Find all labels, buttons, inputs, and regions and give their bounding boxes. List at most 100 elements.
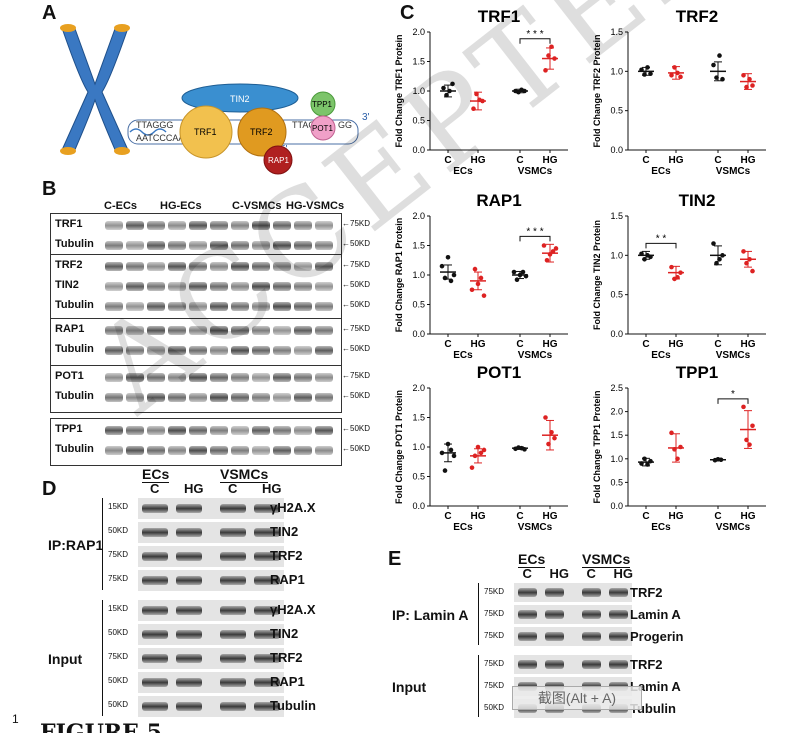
data-point	[744, 260, 749, 266]
x-tick-label: HG	[543, 155, 558, 166]
tpp1-protein-label: TPP1	[312, 100, 333, 109]
blot-band	[294, 326, 312, 335]
data-point	[445, 441, 451, 447]
blot-band	[126, 326, 144, 335]
coip-band	[176, 552, 202, 561]
x-tick-label: HG	[741, 511, 756, 522]
blot-band	[147, 373, 165, 382]
blot-band	[315, 241, 333, 250]
data-point	[543, 415, 548, 420]
data-point	[718, 457, 724, 463]
x-tick-label: C	[444, 511, 451, 522]
blot-band	[105, 446, 123, 455]
x-tick-label: C	[642, 339, 649, 350]
data-point	[552, 435, 557, 441]
screenshot-tooltip[interactable]: 截图(Alt + A)	[512, 686, 642, 710]
data-point	[448, 447, 454, 453]
data-point	[511, 269, 517, 275]
x-group-label: VSMCs	[716, 522, 751, 533]
blot-band	[126, 221, 144, 230]
chart-title: TPP1	[676, 363, 719, 382]
blot-band	[273, 262, 291, 271]
blot-band	[105, 373, 123, 382]
y-tick-label: 0.0	[610, 145, 623, 155]
coip-band	[142, 654, 168, 663]
coip-marker: 75KD	[108, 652, 129, 661]
x-group-label: VSMCs	[716, 350, 751, 361]
y-tick-label: 0.5	[412, 116, 425, 126]
data-point	[475, 281, 481, 287]
coip-row-label: TIN2	[270, 524, 299, 539]
y-tick-label: 1.0	[412, 442, 425, 452]
blot-band	[294, 373, 312, 382]
coip-band	[142, 702, 168, 711]
coip-blot-strip	[514, 583, 632, 602]
blot-band	[126, 241, 144, 250]
coip-blot-strip	[138, 546, 284, 567]
blot-band	[126, 426, 144, 435]
data-point	[678, 270, 683, 275]
y-tick-label: 0.5	[610, 477, 623, 487]
blot-band	[231, 326, 249, 335]
data-point	[645, 462, 650, 467]
blot-band	[105, 302, 123, 311]
y-tick-label: 0.0	[610, 501, 623, 511]
data-point	[544, 257, 550, 263]
y-tick-label: 1.0	[412, 86, 425, 96]
coip-lane-label: C	[586, 566, 596, 581]
x-tick-label: C	[516, 339, 523, 350]
coip-lane-label: C	[150, 481, 160, 496]
blot-row-label: Tubulin	[55, 299, 94, 311]
blot-band	[147, 241, 165, 250]
coip-band	[176, 702, 202, 711]
coip-band	[582, 610, 601, 619]
coip-marker: 75KD	[484, 631, 505, 640]
y-tick-label: 1.0	[610, 66, 623, 76]
blot-band	[210, 326, 228, 335]
coip-marker: 50KD	[108, 676, 129, 685]
data-point	[471, 106, 476, 111]
data-point	[672, 447, 677, 452]
y-axis-label: Fold Change POT1 Protein	[394, 390, 404, 504]
data-point	[520, 269, 526, 275]
blot-band	[210, 221, 228, 230]
coip-marker: 15KD	[108, 502, 129, 511]
blot-row-label: Tubulin	[55, 443, 94, 455]
coip-band	[142, 678, 168, 687]
coip-blot-strip	[514, 627, 632, 646]
data-point	[543, 68, 548, 73]
blot-band	[252, 326, 270, 335]
blot-row-label: TIN2	[55, 279, 79, 291]
data-point	[741, 72, 746, 78]
blot-band	[210, 373, 228, 382]
coip-section-label: Input	[48, 651, 83, 667]
coip-blot-strip	[138, 624, 284, 645]
data-point	[648, 71, 653, 76]
blot-band	[210, 393, 228, 402]
coip-band	[545, 632, 564, 641]
blot-band	[168, 326, 186, 335]
chart-title: TIN2	[679, 191, 716, 210]
coip-band	[142, 606, 168, 615]
blot-band	[126, 282, 144, 291]
blot-band	[273, 326, 291, 335]
coip-row-label: RAP1	[270, 674, 305, 689]
coip-section-label: Input	[392, 679, 427, 695]
blot-band	[315, 221, 333, 230]
chart-title: POT1	[477, 363, 521, 382]
data-point	[546, 53, 551, 58]
x-group-label: VSMCs	[518, 350, 553, 361]
coip-lane-label: C	[228, 481, 238, 496]
coip-band	[254, 552, 280, 561]
coip-lane-label: HG	[613, 566, 634, 581]
significance-label: *	[731, 389, 735, 400]
coip-row-label: TRF2	[270, 650, 303, 665]
coip-row-label: RAP1	[270, 572, 305, 587]
blot-band	[231, 302, 249, 311]
data-point	[639, 67, 644, 73]
blot-marker: ←50KD	[342, 444, 371, 453]
coip-bracket	[102, 600, 103, 716]
